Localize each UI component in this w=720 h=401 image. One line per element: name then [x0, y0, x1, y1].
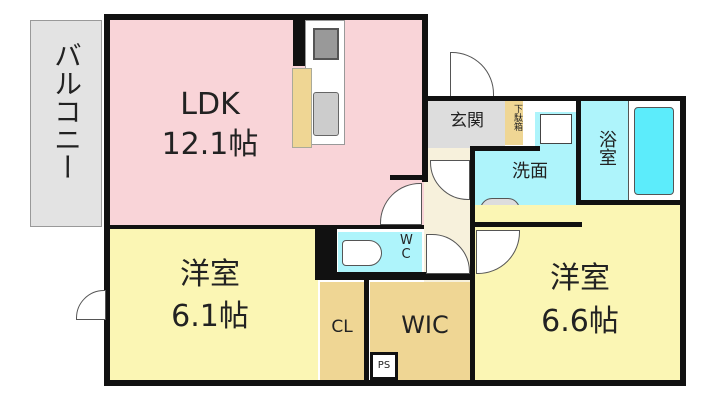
washroom-door[interactable]: [430, 160, 470, 200]
western-right-name: 洋室: [550, 261, 610, 296]
entrance: [427, 100, 505, 148]
ldk-name: LDK: [180, 87, 240, 122]
western-left-size: 6.1帖: [171, 299, 249, 334]
kitchen-counter: [292, 68, 312, 148]
ps-label: PS: [377, 360, 391, 371]
wall: [104, 380, 686, 386]
balcony-side-door[interactable]: [76, 290, 106, 320]
stove-icon: [313, 28, 339, 60]
washroom-label: 洗面: [512, 161, 548, 182]
washer-icon: [540, 114, 572, 144]
wall: [470, 146, 540, 151]
wall: [104, 14, 110, 386]
toilet-icon: [342, 240, 382, 266]
wall: [315, 272, 475, 280]
closet-label: CL: [331, 317, 353, 337]
wall: [576, 100, 581, 205]
wc-label: WC: [400, 233, 413, 263]
wall: [104, 14, 428, 20]
wall: [293, 18, 305, 66]
balcony: バルコニー: [30, 20, 102, 227]
western-right-size: 6.6帖: [541, 304, 619, 339]
shoe-box-label: 下駄箱: [512, 104, 522, 131]
wall: [364, 280, 369, 380]
entrance-door[interactable]: [450, 52, 494, 100]
wall: [110, 225, 424, 229]
sink-icon: [313, 92, 339, 136]
wall: [422, 96, 684, 101]
wall: [680, 96, 686, 386]
bathroom-label: 浴室: [596, 130, 617, 166]
bathtub-icon: [634, 107, 674, 195]
wall: [576, 200, 682, 205]
wall: [390, 175, 422, 180]
wic-label: WIC: [401, 311, 449, 339]
entrance-label: 玄関: [450, 111, 484, 131]
ldk-room: [108, 18, 424, 228]
wall: [315, 225, 337, 277]
pipe-space: [370, 352, 398, 380]
western-room-left: [108, 228, 318, 381]
western-left-name: 洋室: [180, 257, 240, 292]
shoe-box: [505, 100, 523, 145]
wall: [470, 222, 582, 227]
closet: [320, 282, 364, 380]
ldk-size: 12.1帖: [161, 127, 259, 162]
balcony-label: バルコニー: [50, 41, 83, 181]
wall: [470, 150, 475, 380]
